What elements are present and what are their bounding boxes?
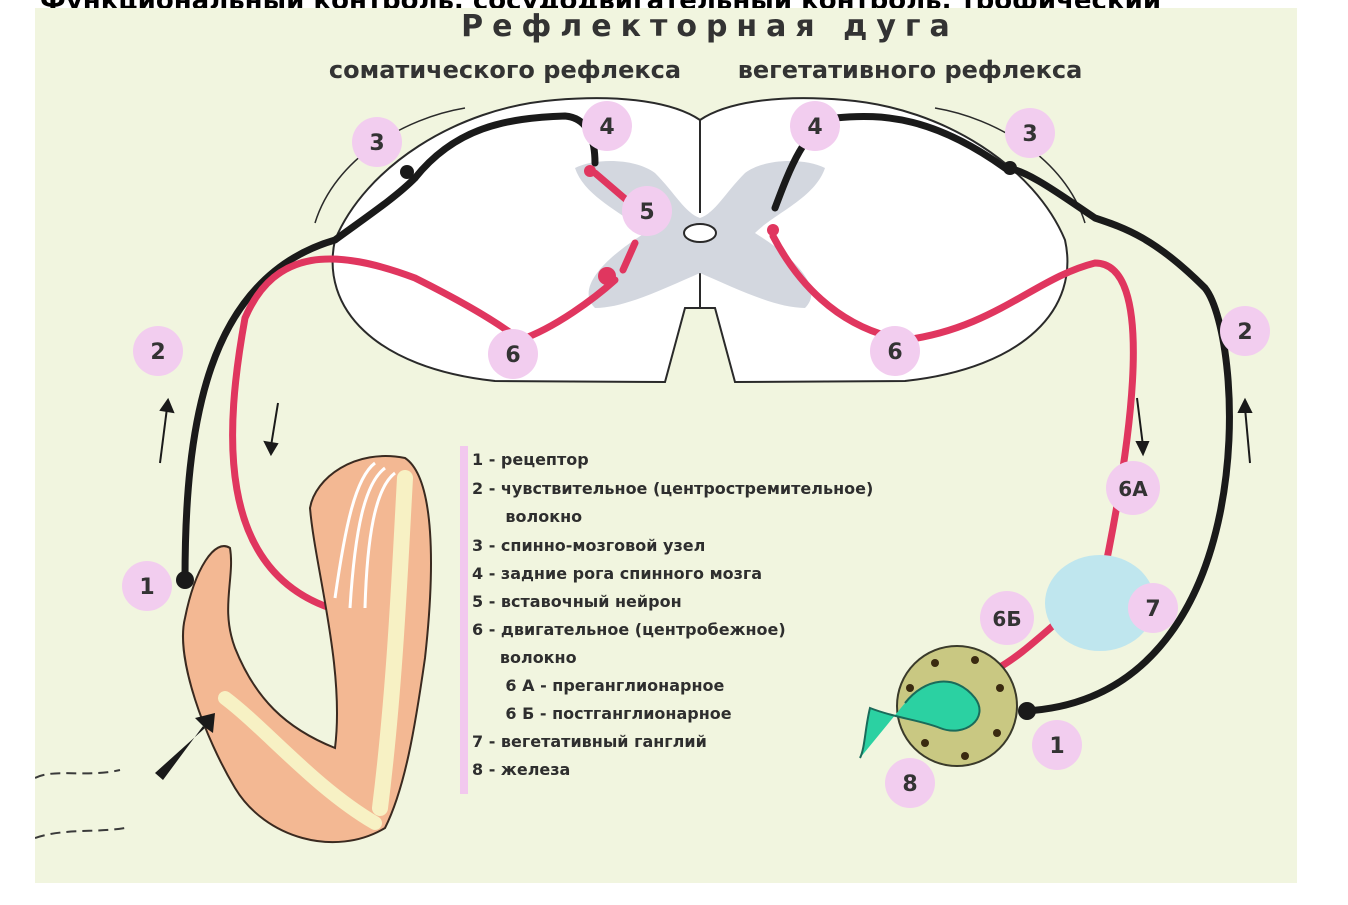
legend-item: 2 - чувствительное (центростремительное) — [472, 479, 874, 498]
svg-text:5: 5 — [639, 200, 654, 225]
gland-illustration — [859, 645, 1018, 767]
subtitle-vegetative: вегетативного рефлекса — [738, 56, 1083, 84]
reflex-arc-diagram: Рефлекторная дуга соматического рефлекса… — [35, 8, 1297, 883]
marker-6-left: 6 — [488, 329, 538, 379]
legend-item: волокно — [472, 507, 583, 526]
marker-2-left: 2 — [133, 326, 183, 376]
svg-text:2: 2 — [150, 340, 165, 365]
legend-item: 6 - двигательное (центробежное) — [472, 620, 786, 639]
legend-item: 8 - железа — [472, 760, 571, 779]
marker-5: 5 — [622, 186, 672, 236]
marker-4-right: 4 — [790, 101, 840, 151]
marker-7: 7 — [1128, 583, 1178, 633]
marker-1-left: 1 — [122, 561, 172, 611]
central-canal — [683, 223, 717, 243]
marker-6-right: 6 — [870, 326, 920, 376]
marker-6b: 6Б — [980, 591, 1034, 645]
svg-text:1: 1 — [1049, 734, 1064, 759]
legend-item: волокно — [472, 648, 577, 667]
legend-item: 6 Б - постганглионарное — [472, 704, 732, 723]
svg-text:3: 3 — [369, 131, 384, 156]
diagram-title: Рефлекторная дуга — [461, 9, 959, 44]
subtitle-somatic: соматического рефлекса — [329, 56, 681, 84]
arm-illustration — [35, 455, 432, 843]
marker-8: 8 — [885, 758, 935, 808]
legend-item: 7 - вегетативный ганглий — [472, 732, 707, 751]
svg-text:4: 4 — [599, 115, 614, 140]
svg-text:6: 6 — [887, 340, 902, 365]
marker-1-right: 1 — [1032, 720, 1082, 770]
neuron-bodies — [176, 161, 1036, 720]
marker-3-left: 3 — [352, 117, 402, 167]
svg-text:1: 1 — [139, 575, 154, 600]
direction-arrows — [159, 397, 1253, 464]
legend-item: 4 - задние рога спинного мозга — [472, 564, 763, 583]
svg-text:8: 8 — [902, 772, 917, 797]
svg-text:4: 4 — [807, 115, 822, 140]
svg-text:7: 7 — [1145, 597, 1160, 622]
svg-text:2: 2 — [1237, 320, 1252, 345]
marker-6a: 6А — [1106, 461, 1160, 515]
legend-bar — [460, 446, 468, 794]
marker-3-right: 3 — [1005, 108, 1055, 158]
legend-item: 1 - рецептор — [472, 450, 589, 469]
legend-item: 3 - спинно-мозговой узел — [472, 536, 706, 555]
vegetative-ganglion — [1045, 555, 1155, 651]
marker-2-right: 2 — [1220, 306, 1270, 356]
svg-text:3: 3 — [1022, 122, 1037, 147]
svg-text:6Б: 6Б — [992, 607, 1021, 631]
marker-4-left: 4 — [582, 101, 632, 151]
legend-item: 5 - вставочный нейрон — [472, 592, 682, 611]
svg-text:6: 6 — [505, 343, 520, 368]
legend-item: 6 А - преганглионарное — [472, 676, 725, 695]
svg-text:6А: 6А — [1118, 477, 1148, 501]
